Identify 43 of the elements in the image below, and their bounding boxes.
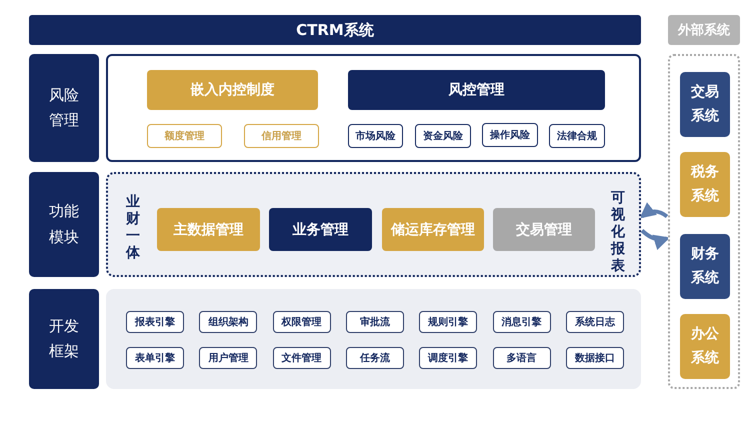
module-box: 风控管理 [348, 70, 605, 110]
feature-tag: 法律合规 [549, 124, 605, 148]
layer-label: 开发框架 [29, 289, 99, 389]
curved-arrow [640, 229, 670, 250]
feature-tag: 审批流 [346, 311, 404, 333]
layer-panel [106, 54, 641, 162]
feature-tag: 资金风险 [415, 124, 471, 148]
layer-label: 风险管理 [29, 54, 99, 162]
module-box: 储运库存管理 [382, 208, 484, 251]
module-box: 嵌入内控制度 [147, 70, 318, 110]
module-box: 主数据管理 [157, 208, 260, 251]
system-box: 税务系统 [680, 152, 730, 217]
layer-panel [106, 289, 641, 389]
feature-tag: 组织架构 [199, 311, 258, 333]
feature-tag: 文件管理 [272, 347, 331, 369]
external-panel [668, 54, 740, 389]
feature-tag: 表单引擎 [126, 347, 184, 369]
feature-tag: 操作风险 [482, 123, 538, 147]
system-box: 财务系统 [680, 234, 730, 299]
module-box: 交易管理 [493, 208, 595, 251]
header-bar: 外部系统 [668, 15, 740, 45]
feature-tag: 数据接口 [566, 347, 624, 369]
feature-tag: 调度引擎 [419, 347, 478, 369]
vertical-label: 业财一体 [125, 194, 141, 262]
feature-tag: 额度管理 [147, 124, 222, 148]
title-bar: CTRM系统 [29, 15, 641, 45]
feature-tag: 系统日志 [566, 311, 624, 333]
feature-tag: 规则引擎 [419, 311, 478, 333]
feature-tag: 任务流 [346, 347, 404, 369]
feature-tag: 报表引擎 [126, 311, 184, 333]
curved-arrow [639, 202, 668, 218]
feature-tag: 信用管理 [244, 124, 319, 148]
feature-tag: 多语言 [492, 347, 550, 369]
feature-tag: 消息引擎 [492, 311, 550, 333]
layer-label: 功能模块 [29, 172, 99, 277]
system-box: 办公系统 [680, 314, 730, 379]
layer-panel [106, 172, 641, 277]
vertical-label: 可视化报表 [610, 190, 626, 275]
module-box: 业务管理 [269, 208, 372, 251]
feature-tag: 市场风险 [348, 124, 403, 148]
feature-tag: 权限管理 [272, 311, 331, 333]
system-box: 交易系统 [680, 72, 730, 137]
feature-tag: 用户管理 [199, 347, 258, 369]
